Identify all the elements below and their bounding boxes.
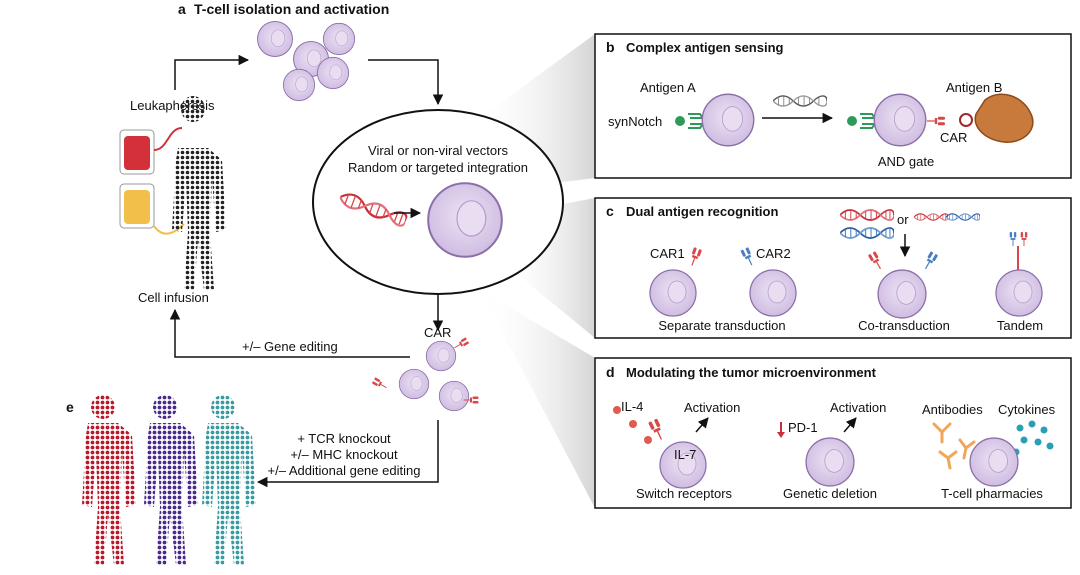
arrow-gene-editing: [169, 308, 410, 358]
panel-b-letter: b: [606, 39, 615, 55]
panel-b: b Complex antigen sensing Antigen A synN…: [594, 33, 1072, 179]
car2-label: CAR2: [756, 246, 791, 261]
panel-e: e: [66, 395, 256, 565]
and-gate-t-cell: [873, 93, 927, 147]
arrow-to-cells: [174, 54, 250, 90]
t-cell-cluster: [257, 21, 356, 102]
car1-label: CAR1: [650, 246, 685, 261]
and-gate-label: AND gate: [878, 154, 934, 169]
patient-silhouette: [172, 96, 226, 290]
antigen-a-icon-2: [847, 116, 857, 126]
car-t-cells: [371, 336, 479, 412]
mhc-knockout-label: +/– MHC knockout: [290, 447, 398, 462]
tandem-t-cell: [995, 269, 1043, 317]
panel-b-title: Complex antigen sensing: [626, 40, 784, 55]
vector-label-1: Viral or non-viral vectors: [368, 143, 508, 158]
activation-2-label: Activation: [830, 400, 886, 415]
car-binding-loop: [959, 113, 973, 127]
panel-c-letter: c: [606, 203, 614, 219]
cytokines-label: Cytokines: [998, 402, 1056, 417]
pd1-down-arrowhead: [777, 432, 785, 438]
arrow-to-allogeneic: [256, 420, 439, 488]
gene-editing-label: +/– Gene editing: [242, 339, 338, 354]
blood-bag-red: [119, 127, 183, 175]
car-b-label: CAR: [940, 130, 967, 145]
antigen-b-label: Antigen B: [946, 80, 1002, 95]
tcr-knockout-label: + TCR knockout: [297, 431, 391, 446]
activation-2-arrow: [843, 417, 857, 433]
antibody-icons: [932, 422, 976, 470]
additional-editing-label: +/– Additional gene editing: [268, 463, 421, 478]
vector-label-2: Random or targeted integration: [348, 160, 528, 175]
panel-a-title: T-cell isolation and activation: [194, 1, 389, 17]
panel-d: d Modulating the tumor microenvironment …: [594, 357, 1072, 509]
antibodies-label: Antibodies: [922, 402, 983, 417]
panel-e-letter: e: [66, 399, 74, 415]
panel-c-title: Dual antigen recognition: [626, 204, 778, 219]
allogeneic-recipient-teal: [202, 395, 256, 565]
panel-d-letter: d: [606, 364, 615, 380]
panel-a-letter: a: [178, 1, 186, 17]
car1-t-cell: [649, 269, 697, 317]
co-label: Co-transduction: [858, 318, 950, 333]
antigen-a-label: Antigen A: [640, 80, 696, 95]
pharmacy-t-cell: [969, 437, 1019, 487]
separate-label: Separate transduction: [658, 318, 785, 333]
cell-infusion-label: Cell infusion: [138, 290, 209, 305]
antigen-a-icon: [675, 116, 685, 126]
or-label: or: [897, 212, 909, 227]
activation-1-label: Activation: [684, 400, 740, 415]
il4-label: IL-4: [621, 399, 643, 414]
car-label: CAR: [424, 325, 451, 340]
switch-label: Switch receptors: [636, 486, 733, 501]
deletion-t-cell: [805, 437, 855, 487]
co-transduced-t-cell: [877, 269, 927, 319]
pd1-label: PD-1: [788, 420, 818, 435]
allogeneic-recipient-purple: [144, 395, 198, 565]
il7-label: IL-7: [674, 447, 696, 462]
il4-cytokine-icons: [613, 406, 652, 444]
blood-bag-yellow: [119, 183, 185, 235]
panel-d-title: Modulating the tumor microenvironment: [626, 365, 877, 380]
pharmacies-label: T-cell pharmacies: [941, 486, 1043, 501]
car2-t-cell: [749, 269, 797, 317]
activation-1-arrow: [695, 417, 709, 433]
synnotch-label: synNotch: [608, 114, 662, 129]
synnotch-t-cell: [701, 93, 755, 147]
antigen-b-icon: [974, 93, 1034, 143]
panel-c: c Dual antigen recognition CAR1 CAR2 Sep…: [594, 197, 1072, 339]
arrow-to-vectors: [368, 59, 444, 106]
deletion-label: Genetic deletion: [783, 486, 877, 501]
panel-a: a T-cell isolation and activation Leukap…: [119, 1, 564, 488]
tandem-label: Tandem: [997, 318, 1043, 333]
panel-c-box: [594, 197, 1072, 339]
large-t-cell: [427, 182, 503, 258]
allogeneic-recipient-red: [82, 395, 136, 565]
